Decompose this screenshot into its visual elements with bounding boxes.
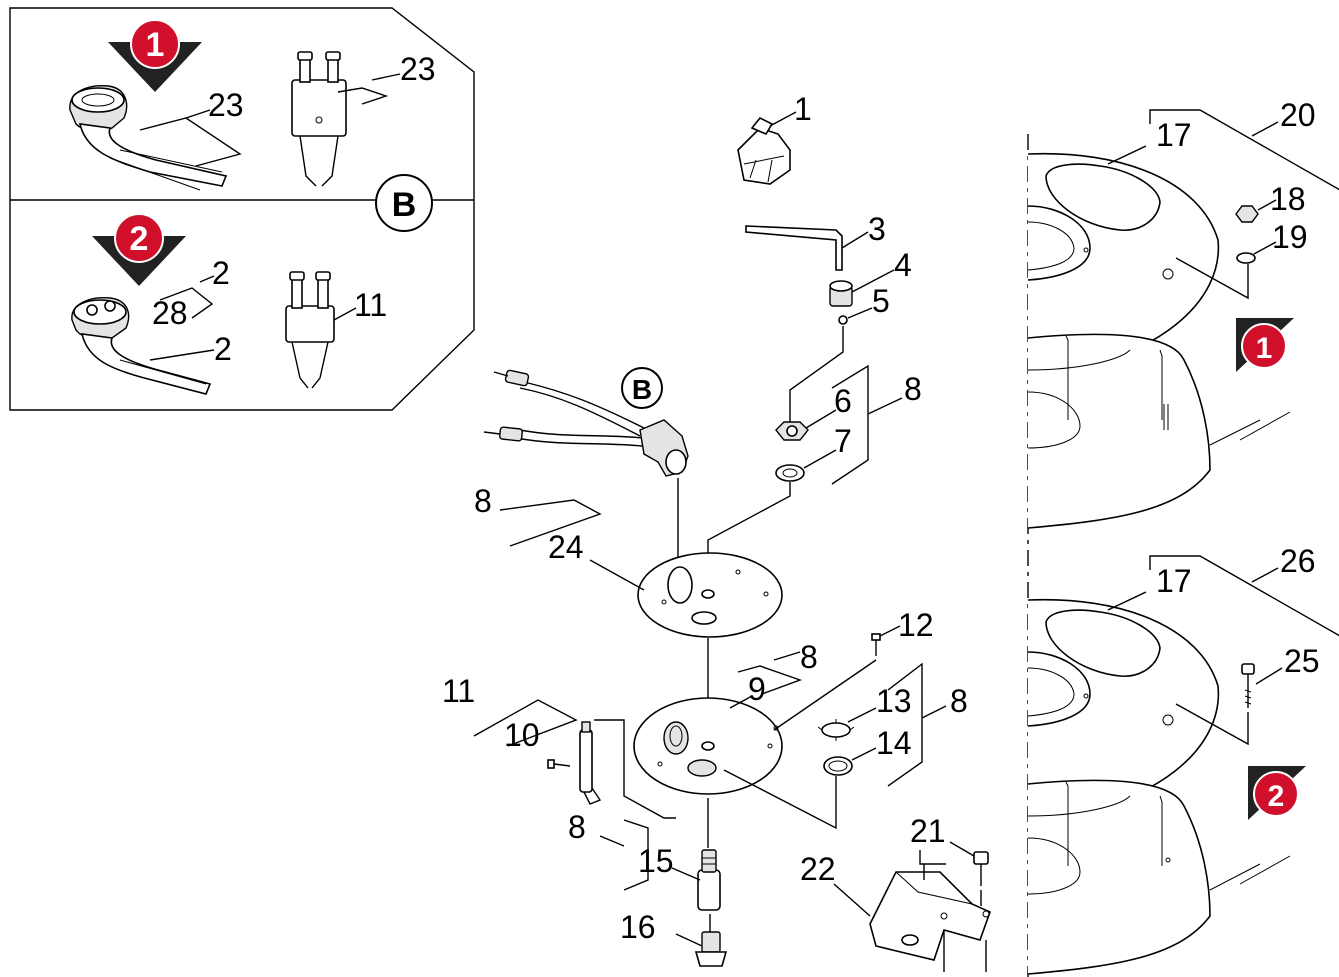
burner-housing-variant-2 (1027, 598, 1291, 975)
part-label-26: 26 (1280, 543, 1316, 579)
burner-housing-variant-1 (1027, 152, 1291, 529)
electrode-pair-variant-1 (291, 51, 347, 187)
part-18-cap-nut (1235, 205, 1259, 223)
part-label-17a: 17 (1156, 117, 1192, 153)
connector-variant-1 (69, 85, 228, 191)
leader-17-20 (1149, 109, 1339, 191)
part-14-ring (823, 756, 853, 776)
svg-text:B: B (392, 186, 417, 224)
part-label-20: 20 (1280, 97, 1316, 133)
variant-2-number: 2 (130, 220, 149, 258)
part-10-small-screw (547, 759, 571, 769)
part-label-23a: 23 (208, 87, 244, 123)
part-label-16: 16 (620, 909, 656, 945)
leader-17-26 (1149, 555, 1339, 637)
svg-text:2: 2 (1268, 780, 1285, 813)
part-label-17b: 17 (1156, 563, 1192, 599)
variant-1-marker: 1 (108, 19, 202, 92)
part-7-washer (775, 464, 805, 482)
part-6-hex-nut (775, 421, 809, 441)
detail-b-inset-panel: 1 23 23 B (9, 7, 475, 411)
part-4-nut (829, 280, 853, 307)
part-13-lock-washer (817, 719, 855, 741)
part-22-bracket (869, 864, 992, 961)
part-label-3: 3 (868, 211, 886, 247)
part-label-15: 15 (638, 843, 674, 879)
leader-8-9 (737, 665, 803, 695)
part-label-8d: 8 (950, 683, 968, 719)
variant-1-number: 1 (146, 26, 165, 64)
part-1-cable-clip (737, 116, 791, 185)
svg-text:B: B (632, 374, 652, 405)
part-19-washer (1236, 252, 1256, 264)
part-10-electrode (579, 721, 602, 805)
part-label-25: 25 (1284, 643, 1320, 679)
variant-2-marker: 2 (92, 213, 186, 286)
part-label-6: 6 (834, 383, 852, 419)
part-label-8e: 8 (568, 809, 586, 845)
part-15-sleeve (697, 849, 721, 911)
part-label-11b: 11 (442, 673, 475, 709)
part-label-5: 5 (872, 283, 890, 319)
part-label-14: 14 (876, 725, 912, 761)
leader-23b (337, 87, 389, 105)
part-24-gasket-plate (637, 552, 783, 638)
part-5-ball (838, 315, 848, 325)
connector-variant-2 (71, 297, 212, 395)
part-label-8c: 8 (800, 639, 818, 675)
part-label-2b: 2 (214, 331, 232, 367)
part-label-23b: 23 (400, 51, 436, 87)
part-label-28: 28 (152, 295, 188, 331)
part-label-8b: 8 (474, 483, 492, 519)
detail-b-main-badge: B (621, 367, 663, 409)
part-label-21: 21 (910, 813, 946, 849)
part-label-9: 9 (748, 671, 766, 707)
ignition-cable-assembly (483, 369, 689, 477)
detail-b-badge: B (375, 174, 433, 232)
electrode-pair-variant-2 (285, 271, 335, 389)
part-3-tube (745, 225, 843, 271)
variant-1-right-marker: 1 (1236, 318, 1294, 372)
leader-8-24 (499, 499, 602, 547)
part-label-8a: 8 (904, 371, 922, 407)
part-label-1: 1 (794, 91, 812, 127)
leader-11-10 (473, 699, 578, 747)
part-16-nozzle (694, 914, 728, 967)
part-label-10: 10 (504, 717, 540, 753)
part-label-24: 24 (548, 529, 584, 565)
part-25-bolt (1241, 663, 1255, 708)
part-label-19: 19 (1272, 219, 1308, 255)
part-12-screw (871, 633, 881, 656)
leader-2-28 (159, 287, 214, 319)
part-label-12: 12 (898, 607, 934, 643)
part-label-2a: 2 (212, 255, 230, 291)
svg-text:1: 1 (1256, 332, 1273, 365)
leader-8-15 (623, 819, 649, 891)
part-label-11a: 11 (354, 287, 387, 323)
variant-2-right-marker: 2 (1248, 766, 1306, 820)
leader-23a (139, 117, 242, 167)
part-label-7: 7 (834, 423, 852, 459)
part-label-22: 22 (800, 851, 836, 887)
part-9-mounting-plate (633, 697, 783, 795)
part-label-4: 4 (894, 247, 912, 283)
part-21-bolt (973, 851, 989, 886)
part-label-13: 13 (876, 683, 912, 719)
part-label-18: 18 (1270, 181, 1306, 217)
